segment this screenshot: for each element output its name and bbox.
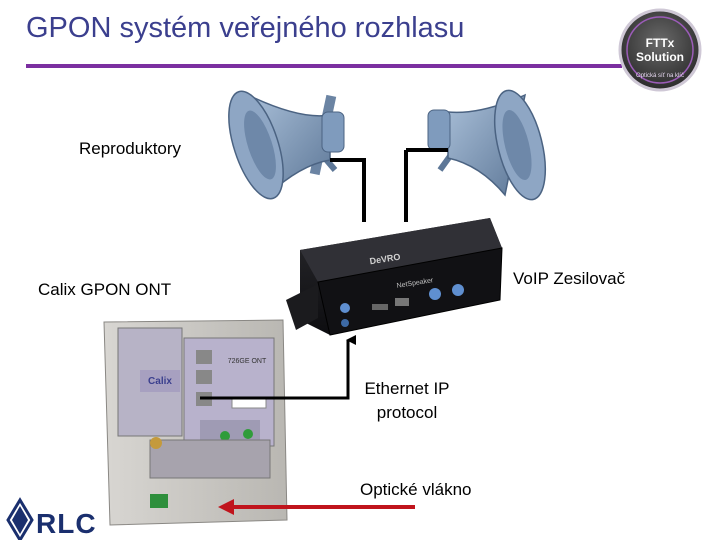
speaker-cables bbox=[330, 150, 448, 222]
voip-amplifier-icon bbox=[286, 218, 502, 335]
speakers-label: Reproduktory bbox=[79, 139, 181, 159]
ont-model: 726GE ONT bbox=[222, 358, 272, 365]
amplifier-label: VoIP Zesilovač bbox=[513, 269, 625, 289]
fiber-label: Optické vlákno bbox=[360, 480, 472, 500]
speaker-left-icon bbox=[218, 85, 344, 205]
speaker-right-icon bbox=[428, 85, 555, 204]
rlc-logo-icon bbox=[8, 500, 32, 540]
calix-ont-icon bbox=[104, 320, 287, 525]
rlc-logo-text: RLC bbox=[36, 508, 97, 540]
badge-tagline: Optická síť na klíč bbox=[628, 73, 692, 79]
ethernet-label: Ethernet IP protocol bbox=[352, 377, 462, 425]
badge-line2: Solution bbox=[630, 50, 690, 64]
ont-label: Calix GPON ONT bbox=[38, 280, 171, 300]
badge-line1: FTTx bbox=[630, 36, 690, 50]
ont-brand: Calix bbox=[140, 376, 180, 387]
